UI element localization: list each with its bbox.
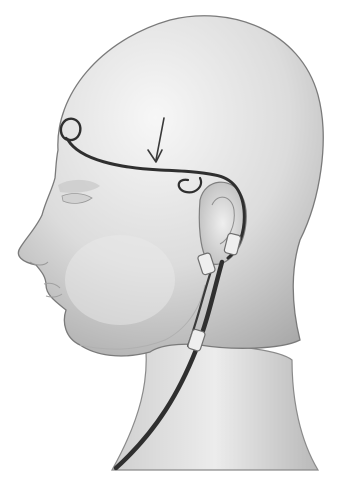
cheek-shade [65,235,175,325]
